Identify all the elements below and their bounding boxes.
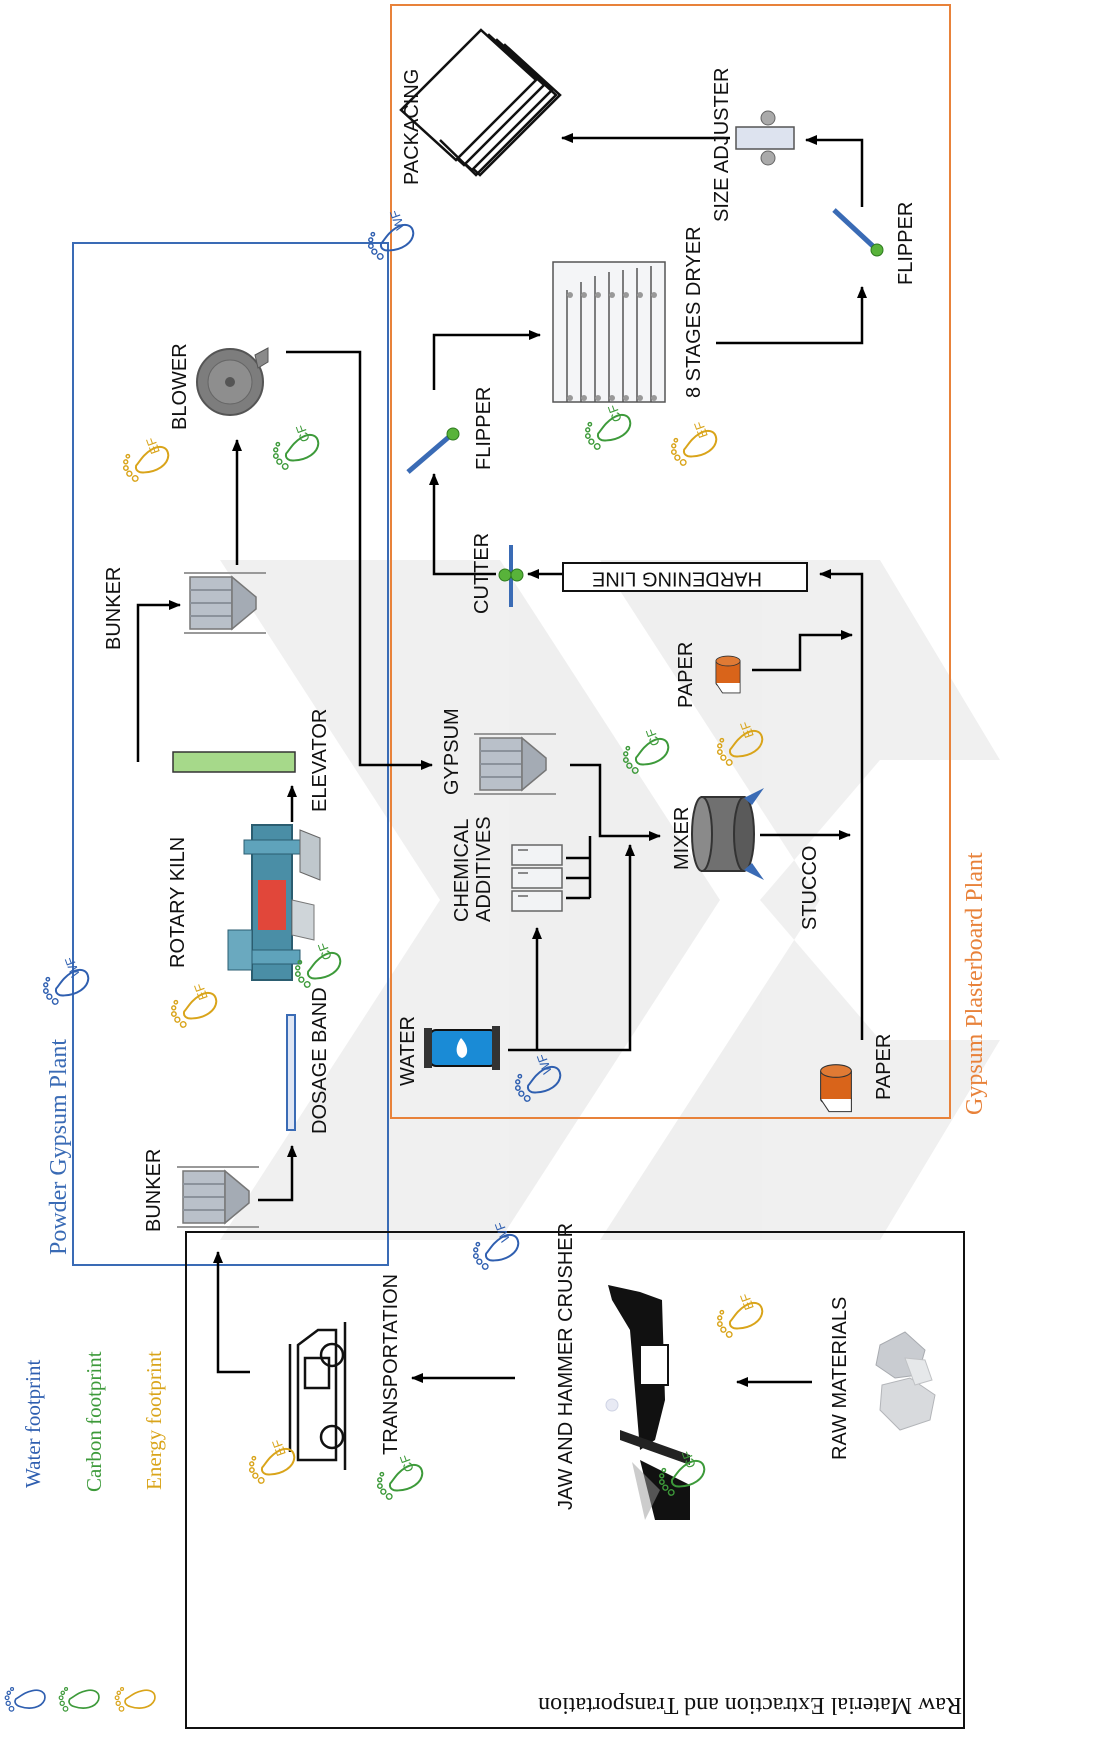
- flipper-top-label: FLIPPER: [895, 202, 917, 285]
- legend-energy: Energy footprint: [142, 1351, 166, 1490]
- carbon-footprint-icon: CF: [270, 423, 324, 472]
- powder-plant-title: Powder Gypsum Plant: [46, 1039, 72, 1255]
- size-adjuster-icon: [736, 111, 794, 165]
- legend-water-icon: [5, 1688, 45, 1712]
- water-footprint-icon: WF: [40, 955, 94, 1007]
- elevator-icon: [173, 752, 295, 772]
- bunker-2-label: BUNKER: [103, 567, 125, 650]
- flipper-mid-icon: [408, 428, 459, 472]
- chemical-additives-label-1: CHEMICAL: [451, 819, 473, 922]
- paper-bottom-label: PAPER: [873, 1034, 895, 1100]
- flipper-top-icon: [834, 210, 883, 256]
- stucco-label: STUCCO: [799, 846, 821, 930]
- crusher-label: JAW AND HAMMER CRUSHER: [555, 1223, 577, 1510]
- dosage-band-label: DOSAGE BAND: [309, 987, 331, 1134]
- svg-text:WF: WF: [62, 955, 83, 979]
- energy-footprint-icon: EF: [120, 435, 174, 483]
- gypsum-label: GYPSUM: [441, 708, 463, 795]
- chemical-additives-icon: [512, 845, 562, 911]
- dryer-label: 8 STAGES DRYER: [683, 226, 705, 398]
- dryer-icon: [553, 262, 665, 402]
- legend-carbon-icon: [59, 1688, 99, 1712]
- elevator-label: ELEVATOR: [309, 709, 331, 812]
- flipper-mid-label: FLIPPER: [473, 387, 495, 470]
- mixer-label: MIXER: [671, 807, 693, 870]
- raw-material-title: Raw Material Extraction and Transportati…: [538, 1692, 962, 1718]
- raw-materials-rocks-icon: [876, 1332, 935, 1430]
- carbon-footprint-icon: CF: [620, 727, 674, 776]
- water-label: WATER: [397, 1016, 419, 1086]
- plasterboard-plant-title: Gypsum Plasterboard Plant: [962, 852, 988, 1115]
- cutter-label: CUTTER: [471, 533, 493, 614]
- carbon-footprint-icon: CF: [292, 941, 346, 990]
- packaging-label: PACKACING: [401, 69, 423, 185]
- transportation-label: TRANSPORTATION: [380, 1274, 402, 1455]
- packaging-stack-icon: [401, 30, 560, 175]
- svg-text:WF: WF: [387, 208, 408, 232]
- legend-water: Water footprint: [21, 1359, 45, 1488]
- watermark: [220, 560, 1000, 1240]
- water-tank-icon: [424, 1026, 500, 1070]
- crusher-machine-icon: [606, 1285, 690, 1520]
- paper-bottom-icon: [821, 1065, 852, 1112]
- dosage-band-icon: [287, 1015, 295, 1130]
- energy-footprint-icon: EF: [246, 1437, 300, 1485]
- mixer-icon: [692, 788, 764, 880]
- chemical-additives-label-2: ADDITIVES: [473, 816, 495, 922]
- energy-footprint-icon: EF: [714, 1291, 768, 1339]
- bunker-1-label: BUNKER: [143, 1149, 165, 1232]
- legend: Water footprint Carbon footprint Energy …: [5, 1351, 166, 1711]
- blower-label: BLOWER: [169, 343, 191, 430]
- raw-materials-label: RAW MATERIALS: [829, 1297, 851, 1460]
- energy-footprint-icon: EF: [168, 981, 222, 1029]
- paper-top-icon: [716, 656, 740, 693]
- legend-energy-icon: [115, 1688, 155, 1712]
- legend-carbon: Carbon footprint: [82, 1351, 106, 1492]
- blower-icon: [197, 348, 268, 415]
- carbon-footprint-icon: CF: [582, 403, 636, 452]
- size-adjuster-label: SIZE ADJUSTER: [711, 68, 733, 222]
- paper-top-label: PAPER: [675, 642, 697, 708]
- rotary-kiln-label: ROTARY KILN: [167, 837, 189, 968]
- rotary-kiln-icon: [228, 825, 320, 980]
- hardening-line-label: HARDENING LINE: [592, 568, 762, 590]
- energy-footprint-icon: EF: [668, 419, 722, 467]
- carbon-footprint-icon: CF: [374, 1453, 428, 1502]
- transportation-truck-icon: [290, 1322, 345, 1470]
